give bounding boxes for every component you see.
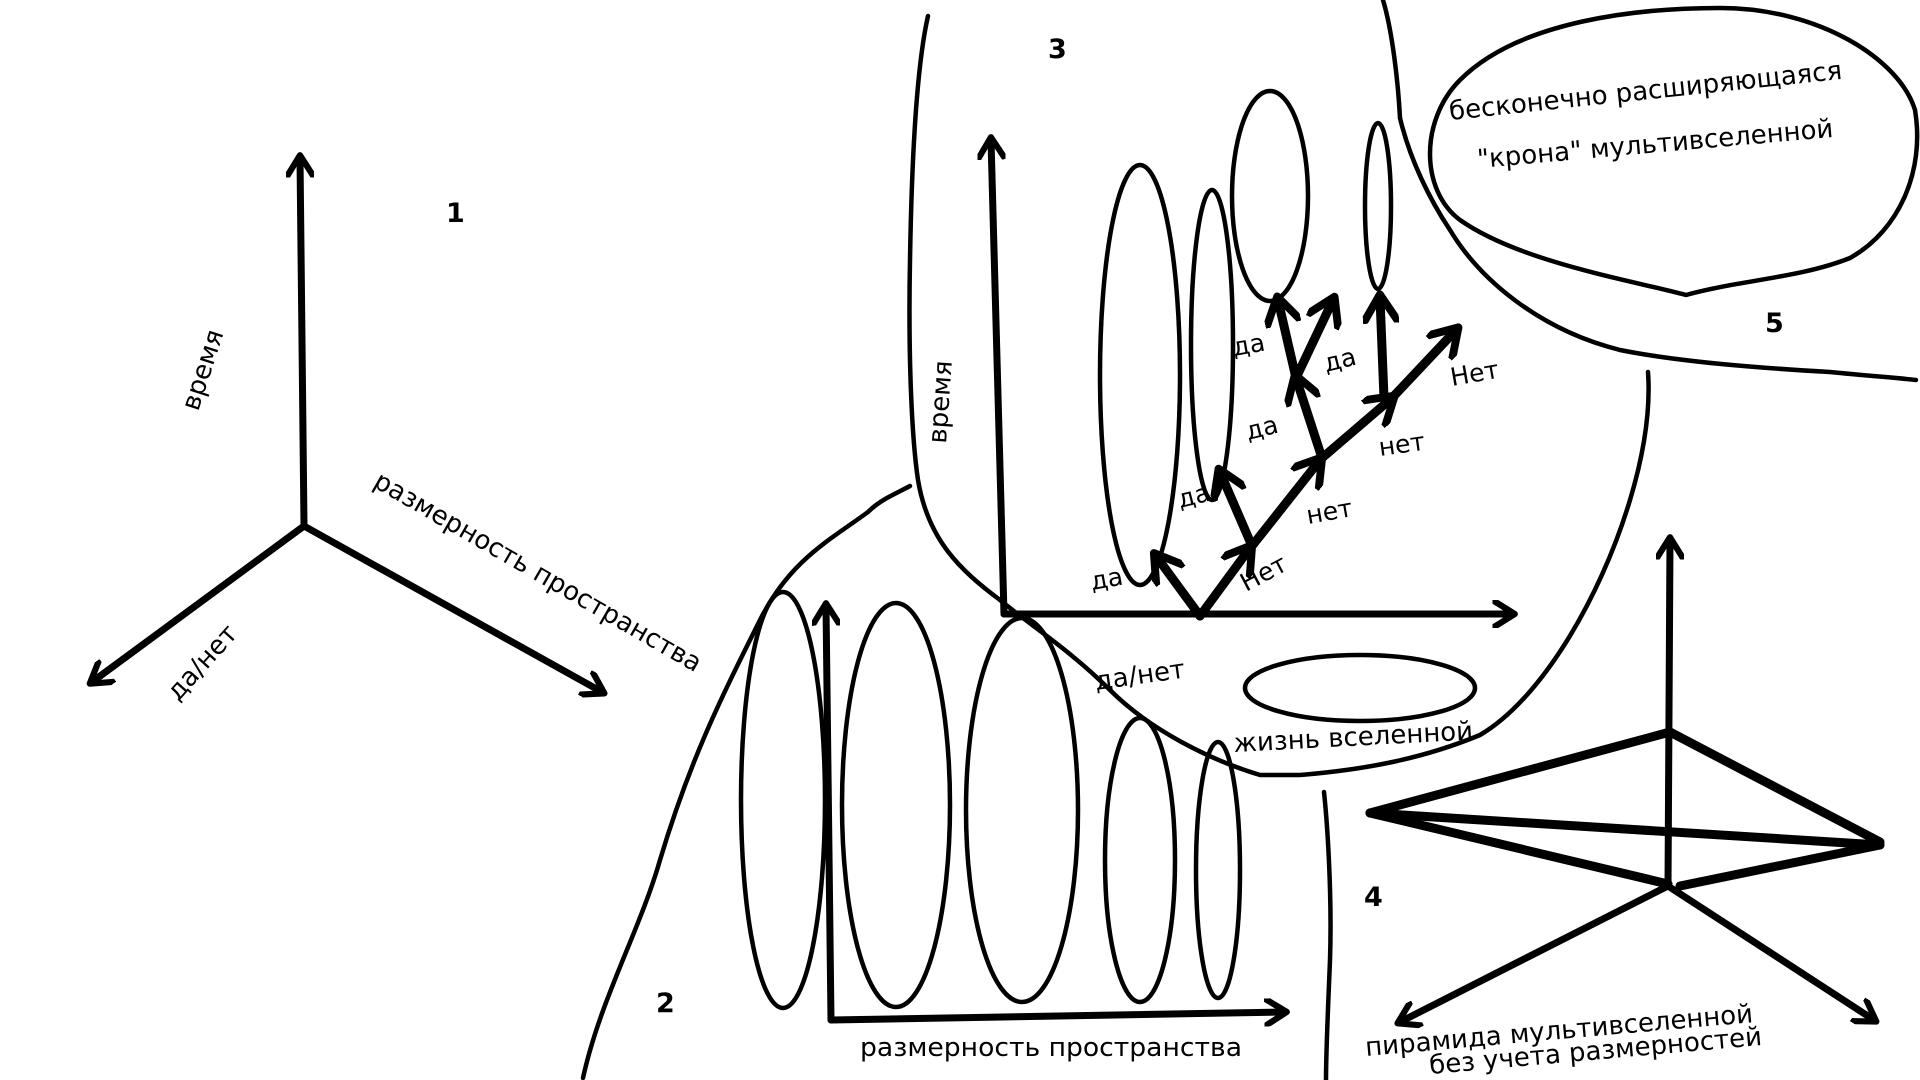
time-axis-arrow [300, 158, 304, 530]
decision-branches [1156, 298, 1456, 621]
branch-labels: да Нет да нет да нет да да Нет [1088, 328, 1501, 598]
branch-label: да [1174, 478, 1213, 514]
crown-bubble [1427, 5, 1920, 298]
panel-4-boundary [1321, 789, 1333, 1080]
pyramid-right-arrow [1664, 882, 1874, 1020]
branch-arrow-no [1387, 330, 1456, 403]
branch-arrow-no [1247, 460, 1320, 551]
branch-arrow-no [1195, 548, 1250, 621]
time-axis-label: время [176, 326, 230, 414]
branch-arrow-no [1317, 398, 1392, 463]
universe-ellipse [1193, 739, 1243, 1001]
pyramid-edge [1675, 840, 1885, 891]
panel-3-time-arrow [991, 140, 1008, 618]
universe-ellipse [839, 600, 953, 1010]
universe-ellipses [738, 589, 1243, 1011]
dimension-axis-label: размерность пространства [369, 466, 707, 679]
universe-ellipse [1188, 187, 1236, 503]
pyramid-edge [1665, 727, 1885, 847]
panel-3-boundary [907, 13, 1651, 778]
crown-bubble-line-1: бесконечно расширяющаяся [1448, 56, 1844, 127]
branch-label: да [1230, 328, 1267, 362]
universe-ellipse [738, 589, 828, 1011]
panel-3-yesno-label: да/нет [1093, 655, 1187, 697]
yesno-axis-arrow [92, 522, 308, 682]
universe-life-legend-ellipse [1242, 652, 1478, 724]
universe-ellipse [1229, 88, 1311, 304]
pyramid-edge [1365, 727, 1675, 818]
panel-3-time-label: время [923, 360, 959, 445]
branch-label: Нет [1448, 355, 1501, 392]
panel-1-number: 1 [446, 198, 465, 229]
panel-2-number: 2 [656, 988, 675, 1019]
branch-label: нет [1304, 493, 1355, 530]
dimension-axis-arrow [300, 522, 602, 692]
panel-2: 2 размерность пространства [580, 483, 1284, 1080]
branch-arrow-yes [1278, 300, 1296, 383]
branch-arrow-yes [1220, 472, 1257, 551]
panel-5-boundary [1397, 115, 1919, 383]
pyramid-edge [1365, 808, 1885, 850]
branch-label: да [1242, 410, 1281, 446]
pyramid-left-arrow [1400, 882, 1672, 1022]
branch-label: да [1320, 342, 1359, 378]
branch-arrow-yes [1296, 378, 1327, 463]
pyramid-shape [1365, 727, 1885, 891]
pyramid-edge [1365, 808, 1673, 889]
panel-3-number: 3 [1048, 34, 1067, 65]
panel-2-dimension-arrow [827, 1012, 1284, 1020]
crown-bubble-line-2: "крона" мультивселенной [1476, 114, 1835, 175]
panel-2-vertical-arrow [826, 606, 831, 1024]
panel-3-boundary-top [1380, 0, 1403, 121]
branch-label: да [1088, 562, 1125, 596]
panel-4-number: 4 [1364, 882, 1383, 913]
branch-arrow-yes [1291, 300, 1333, 383]
panel-1: 1 время размерность пространства да/нет [92, 158, 707, 707]
panel-2-boundary [580, 483, 913, 1080]
yesno-axis-label: да/нет [161, 619, 244, 707]
branch-arrow-yes [1380, 298, 1384, 403]
panel-5-number: 5 [1765, 308, 1784, 339]
branch-arrow-yes [1156, 556, 1205, 621]
universe-ellipse [1097, 162, 1183, 588]
branch-label: нет [1377, 427, 1427, 462]
panel-4: 4 пирамида мультивселенной без учета раз… [1321, 540, 1885, 1080]
panel-2-dimension-label: размерность пространства [860, 1033, 1242, 1063]
universe-ellipse [1362, 120, 1394, 292]
universe-ellipse [963, 615, 1081, 1005]
universe-ellipse [1102, 715, 1178, 1005]
panel-5: 5 бесконечно расширяющаяся "крона" мульт… [1397, 5, 1920, 383]
